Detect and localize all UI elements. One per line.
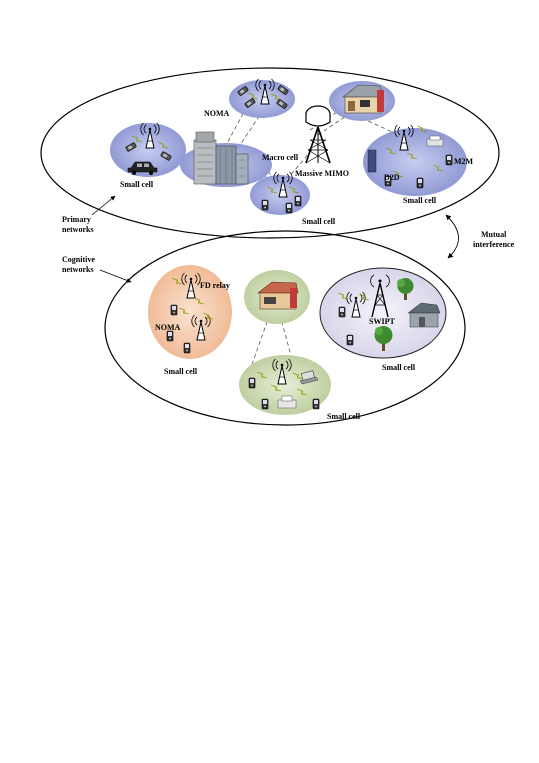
cognitive-networks-label-2: networks: [62, 265, 94, 274]
cognitive-networks-label-1: Cognitive: [62, 255, 95, 264]
primary-networks-label-1: Primary: [62, 215, 91, 224]
tree-icon: [374, 326, 393, 351]
laptop-icon: [299, 370, 319, 385]
house-icon: [342, 84, 385, 114]
phone-icon: [294, 195, 302, 207]
small-cell-right: [363, 124, 467, 196]
primary-ellipse: [40, 67, 500, 239]
phone-icon: [338, 306, 346, 318]
m2m-label: M2M: [454, 157, 474, 166]
cognitive-ellipse: [104, 230, 466, 426]
mutual-interference-label-2: interference: [473, 240, 515, 249]
macro-tower-icon: [305, 105, 331, 164]
d2d-label: D2D: [384, 173, 400, 182]
printer-icon: [426, 135, 444, 147]
small-cell-cog-right-label: Small cell: [382, 363, 416, 372]
server-icon: [367, 149, 377, 173]
small-cell-cog-bottom-label: Small cell: [327, 412, 361, 421]
mutual-interference-arrow: [445, 214, 459, 259]
phone-icon: [261, 398, 269, 410]
tree-icon: [397, 278, 414, 300]
noma-primary-label: NOMA: [204, 109, 230, 118]
fd-relay-cell: [148, 265, 232, 359]
swipt-tower-icon: [370, 274, 390, 318]
small-cell-left-shape: [110, 123, 186, 177]
small-cell-center-label: Small cell: [302, 217, 336, 226]
city-cell: [180, 131, 272, 187]
phone-icon: [261, 199, 269, 211]
swipt-cell: [319, 267, 447, 359]
phone-icon: [170, 304, 178, 316]
small-cell-cog-left-label: Small cell: [164, 367, 198, 376]
noma-cognitive-label: NOMA: [155, 323, 181, 332]
phone-icon: [346, 334, 354, 346]
small-cell-center: [250, 171, 310, 215]
phone-icon: [416, 177, 424, 189]
primary-arrow: [91, 195, 116, 216]
house-icon: [257, 281, 299, 310]
small-cell-right-label: Small cell: [403, 196, 437, 205]
cognitive-network: FD relay NOMA Small cell: [104, 230, 466, 426]
phone-icon: [285, 202, 293, 214]
phone-icon: [312, 398, 320, 410]
house-icon: [407, 302, 441, 328]
mutual-interference-label-1: Mutual: [481, 230, 507, 239]
phone-icon: [445, 154, 453, 166]
swipt-label: SWIPT: [369, 317, 395, 326]
fd-relay-label: FD relay: [200, 281, 230, 290]
phone-icon: [166, 330, 174, 342]
small-cell-cog-bottom: [239, 355, 331, 415]
small-cell-left: [110, 122, 186, 177]
cognitive-arrow: [99, 269, 132, 283]
primary-network: Small cell: [40, 67, 500, 239]
macro-cell-label: Macro cell: [262, 153, 299, 162]
house-cell: [329, 81, 395, 121]
car-icon: [127, 161, 158, 175]
green-house-cell: [244, 270, 310, 324]
noma-cell: [229, 78, 295, 118]
primary-networks-label-2: networks: [62, 225, 94, 234]
phone-icon: [248, 377, 256, 389]
massive-mimo-label: Massive MIMO: [295, 169, 349, 178]
small-cell-left-label: Small cell: [120, 180, 154, 189]
phone-icon: [183, 342, 191, 354]
buildings-icon: [193, 131, 249, 185]
printer-icon: [277, 395, 297, 409]
